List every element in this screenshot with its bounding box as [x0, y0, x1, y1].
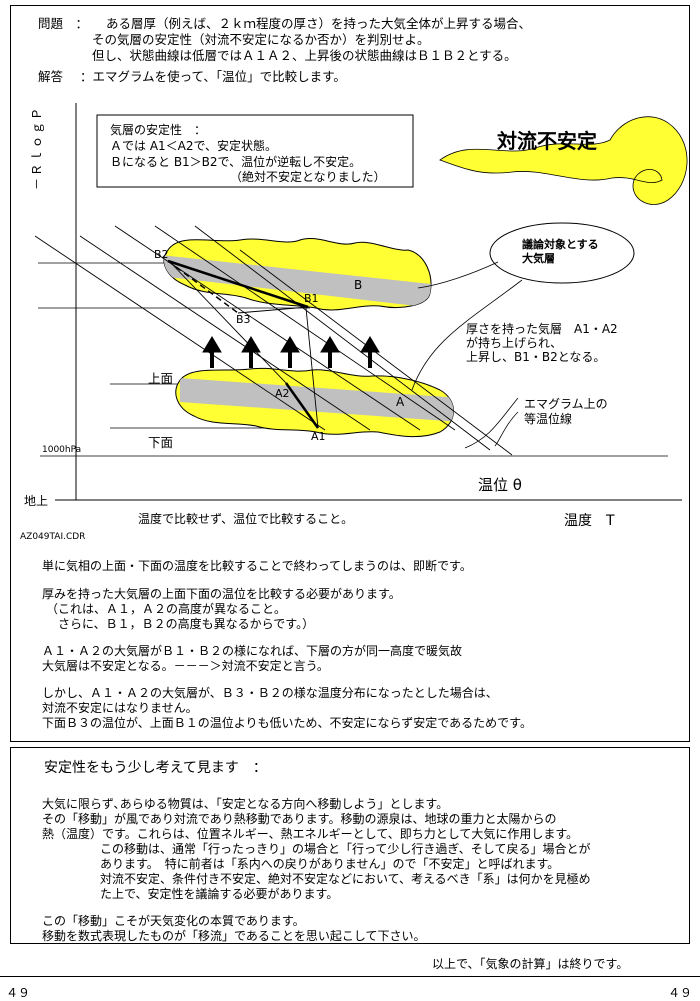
lift-arrow: [281, 337, 299, 368]
body-p2c: さらに、Ｂ１，Ｂ２の高度も異なるからです。）: [58, 615, 314, 632]
isentrope-leader-2: [495, 412, 518, 446]
label-b: B: [354, 278, 362, 292]
label-a2: A2: [275, 387, 290, 400]
stability-line-9: 移動を数式表現したものが「移流」であることを思い起こして下さい。: [42, 927, 426, 944]
lift-note-3: 上昇し、B1・B2となる。: [466, 348, 605, 365]
emagram-diagram: [0, 0, 700, 560]
lift-arrow: [321, 337, 339, 368]
stability-line-7: た上で、安定性を議論する必要があります。: [100, 885, 338, 902]
lift-arrow: [242, 337, 260, 368]
label-1000hpa: 1000hPa: [42, 445, 81, 455]
temp-axis-label: 温度 T: [564, 510, 615, 530]
end-note: 以上で、「気象の計算」は終りです。: [432, 955, 628, 972]
cloud-title: 対流不安定: [497, 125, 597, 154]
page-number-left: ４９: [6, 984, 30, 1001]
lift-arrows: [203, 337, 379, 368]
y-axis-label: －ＲｌｏｇＰ: [28, 106, 45, 190]
file-code: AZ049TAI.CDR: [20, 532, 85, 542]
page-number-right: ４９: [668, 984, 692, 1001]
callout-target-text: 議論対象とする 大気層: [522, 238, 599, 266]
label-b1: B1: [304, 292, 319, 305]
body-p3b: 大気層は不安定となる。－－－＞対流不安定と言う。: [42, 657, 329, 674]
lift-arrow: [203, 337, 221, 368]
isotherm-note-2: 等温位線: [524, 410, 572, 427]
stability-box-line-3: （絶対不安定となりました）: [230, 168, 386, 185]
label-upper: 上面: [148, 368, 173, 387]
footer-rule: [0, 976, 700, 977]
stability-title: 安定性をもう少し考えて見ます ：: [44, 757, 267, 777]
body-p4c: 下面Ｂ３の温位が、上面Ｂ１の温位よりも低いため、不安定にならず安定であるためです…: [42, 714, 532, 731]
label-b2: B2: [154, 248, 169, 261]
stability-box-line-1: Ａでは A1＜A2で、安定状態。: [110, 137, 277, 154]
label-a: A: [396, 395, 404, 409]
stability-box-title: 気層の安定性 ：: [110, 121, 206, 138]
label-theta: 温位 θ: [478, 474, 522, 495]
body-p1: 単に気相の上面・下面の温度を比較することで終わってしまうのは、即断です。: [42, 557, 472, 574]
compare-note: 温度で比較せず、温位で比較すること。: [138, 510, 353, 527]
label-a1: A1: [311, 430, 326, 443]
label-ground: 地上: [24, 492, 48, 509]
label-b3: B3: [236, 313, 251, 326]
isentrope-leader: [465, 398, 518, 448]
label-lower: 下面: [148, 432, 173, 451]
